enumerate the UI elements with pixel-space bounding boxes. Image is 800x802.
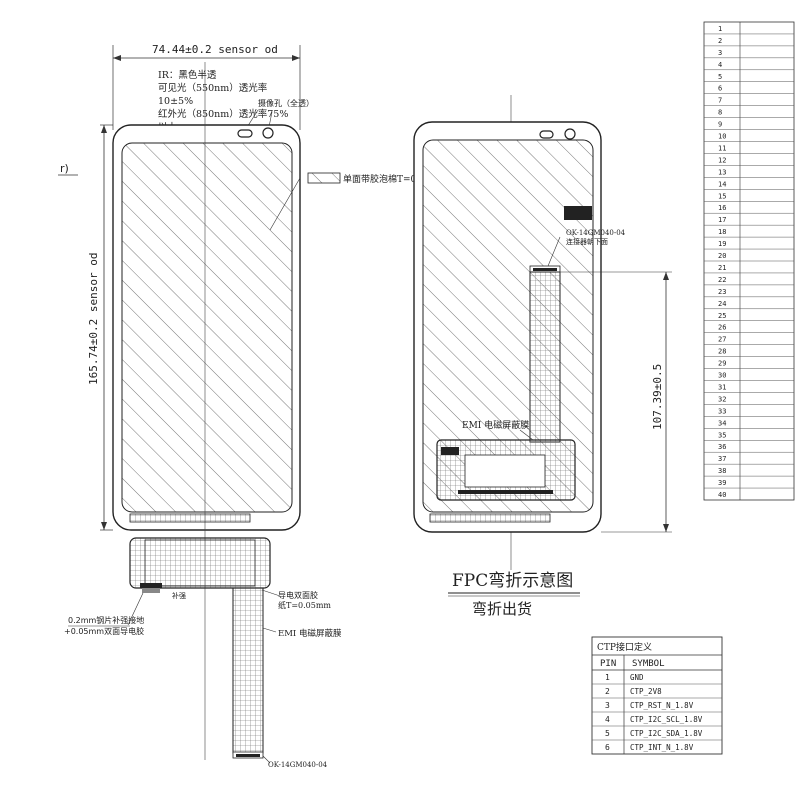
pin-row-number: 7 [718,97,722,105]
ctp-header-symbol: SYMBOL [632,659,665,669]
camera-hole [262,127,274,139]
ctp-symbol: CTP_RST_N_1.8V [630,701,694,710]
front-panel-hatched [121,142,293,513]
pin-row-number: 28 [718,348,726,356]
fold-title: FPC弯折示意图 [452,571,573,591]
ctp-symbol: CTP_I2C_SDA_1.8V [630,729,703,738]
pin-row-number: 15 [718,192,726,200]
pin-row-number: 12 [718,156,726,164]
pin-row-number: 35 [718,431,726,439]
ctp-pin-number: 3 [605,701,610,710]
pin-row-number: 21 [718,264,726,272]
ctp-pin-number: 1 [605,673,610,682]
pin-row-number: 27 [718,336,726,344]
fold-view: OK-14GM040-04 连接器朝下面 EMI 电磁屏蔽膜 107.39±0.… [413,95,672,618]
pin-row-number: 23 [718,288,726,296]
fpc-bend-block [129,537,271,589]
fpc-tail [232,587,264,754]
ctp-header-pin: PIN [600,659,616,669]
ctp-pin-number: 2 [605,687,610,696]
conductive-tape-note: 导电双面胶 [278,590,318,600]
ir-note-line: 可见光（550nm）透光率 [158,82,268,94]
pin-row-number: 36 [718,443,726,451]
pin-row-number: 3 [718,49,722,57]
stiffener-small-label: 补强 [172,591,186,600]
ctp-symbol: CTP_I2C_SCL_1.8V [630,715,703,724]
fold-connector [564,206,592,220]
pin-row-number: 5 [718,73,722,81]
pin-row-number: 30 [718,372,726,380]
pin-row-number: 37 [718,455,726,463]
pin-row-number: 39 [718,479,726,487]
pin-row-number: 34 [718,419,726,427]
ir-sensor-hole [237,129,253,138]
pin-row-number: 32 [718,395,726,403]
pin-row-number: 17 [718,216,726,224]
fold-fpc-tail [529,271,561,443]
fold-connector-sub: 连接器朝下面 [566,237,608,246]
front-view: 74.44±0.2 sensor od 165.74±0.2 sensor od… [58,43,425,769]
ctp-pin-number: 6 [605,743,610,752]
ctp-pin-number: 4 [605,715,610,724]
ir-note-line: 10±5% [158,96,193,107]
pin-row-number: 6 [718,85,722,93]
emi-note: EMI 电磁屏蔽膜 [278,628,342,639]
stiffener-note: +0.05mm双面导电胶 [64,626,144,636]
pin-row-number: 9 [718,121,722,129]
fold-subtitle: 弯折出货 [472,600,532,618]
pin-row-number: 25 [718,312,726,320]
ir-note-line: 红外光（850nm）透光率75% [158,108,288,120]
pin-row-number: 11 [718,144,726,152]
pin-table-right: 1234567891011121314151617181920212223242… [703,21,795,501]
pin-row-number: 26 [718,324,726,332]
pin-row-number: 19 [718,240,726,248]
pin-row-number: 1 [718,25,722,33]
camera-hole-note: 摄像孔（全透） [258,98,314,108]
ctp-table-title: CTP接口定义 [597,641,652,653]
pin-row-number: 14 [718,180,726,188]
ctp-interface-table: CTP接口定义 PIN SYMBOL 1 GND 2 CTP_2V8 3 CTP_RST_… [591,636,723,755]
pin-row-number: 38 [718,467,726,475]
pin-row-number: 33 [718,407,726,415]
pin-row-number: 29 [718,360,726,368]
stiffener-note: 0.2mm钢片补强接地 [68,615,144,625]
fold-connector-label: OK-14GM040-04 [566,229,626,237]
pin-row-number: 40 [718,491,726,499]
pin-row-number: 13 [718,168,726,176]
front-height-dimension: 165.74±0.2 sensor od [87,253,100,385]
front-width-dimension: 74.44±0.2 sensor od [152,43,278,56]
pin-row-number: 16 [718,204,726,212]
pin-row-number: 18 [718,228,726,236]
pin-row-number: 20 [718,252,726,260]
foam-note: 单面带胶泡棉T=0.2 [343,173,425,185]
ctp-symbol: CTP_INT_N_1.8V [630,743,694,752]
pin-row-number: 24 [718,300,726,308]
fold-emi-label: EMI 电磁屏蔽膜 [462,419,529,431]
pin-row-number: 10 [718,133,726,141]
edge-fragment-label: r) [60,162,69,175]
ctp-symbol: CTP_2V8 [630,687,662,696]
pin-row-number: 8 [718,109,722,117]
pin-row-number: 4 [718,61,722,69]
pin-row-number: 22 [718,276,726,284]
ctp-symbol: GND [630,673,644,682]
conductive-tape-note: 纸T=0.05mm [278,600,331,610]
ctp-pin-number: 5 [605,729,610,738]
front-connector-label: OK-14GM040-04 [268,761,328,769]
ir-note-line: IR：黑色半透 [158,69,217,81]
pin-row-number: 31 [718,383,726,391]
pin-row-number: 2 [718,37,722,45]
fold-height-dimension: 107.39±0.5 [651,364,664,430]
